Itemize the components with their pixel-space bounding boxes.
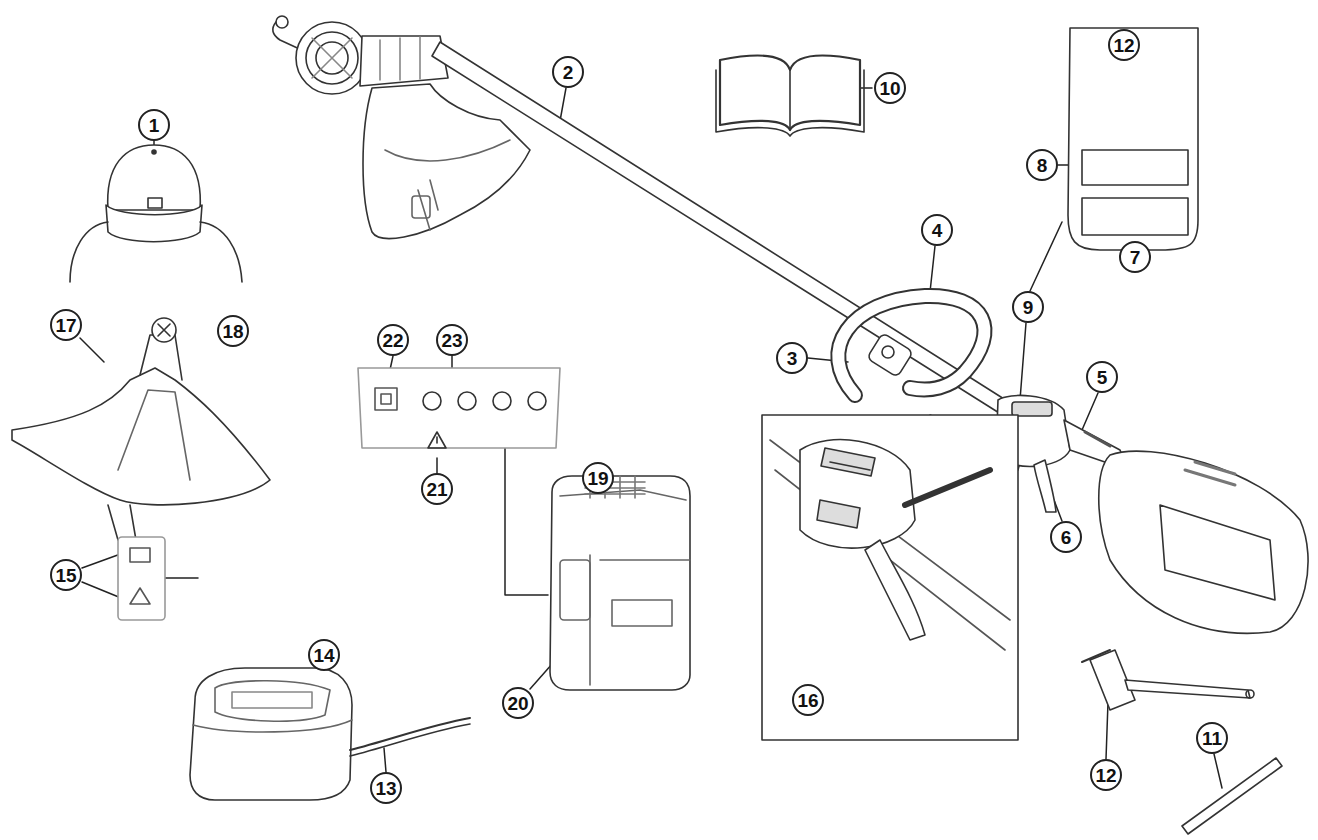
callout-number: 21 (421, 473, 453, 505)
callout-number: 11 (1196, 722, 1228, 754)
callout-number: 12 (1090, 759, 1122, 791)
callout-number: 19 (582, 462, 614, 494)
callout-number: 18 (217, 315, 249, 347)
callout-number: 8 (1026, 149, 1058, 181)
charger-panel (118, 537, 165, 620)
rear-handle (996, 395, 1308, 633)
callout-number: 15 (50, 559, 82, 591)
callout-number: 10 (874, 72, 906, 104)
callout-number: 6 (1050, 521, 1082, 553)
callout-number: 9 (1012, 291, 1044, 323)
label-plate (1068, 28, 1198, 250)
rod-tool (1182, 758, 1282, 834)
callout-number: 20 (502, 687, 534, 719)
shaft (432, 42, 1012, 416)
manual-icon (716, 56, 864, 136)
callout-number: 17 (50, 309, 82, 341)
charger (190, 668, 470, 800)
callout-number: 22 (377, 324, 409, 356)
loop-handle (838, 296, 984, 395)
grass-guard (12, 318, 270, 540)
spool-head (70, 145, 242, 282)
callout-number: 2 (552, 56, 584, 88)
wrench-tool (1082, 650, 1254, 710)
trimmer-head (273, 16, 530, 238)
callout-number: 3 (776, 342, 808, 374)
callout-number: 16 (792, 684, 824, 716)
switch-inset (762, 415, 1018, 740)
callout-number: 4 (921, 214, 953, 246)
callout-number: 5 (1086, 361, 1118, 393)
battery-panel (358, 368, 560, 448)
callout-number: 14 (308, 639, 340, 671)
callout-number: 13 (370, 772, 402, 804)
callout-number: 12 (1108, 29, 1140, 61)
callout-number: 23 (436, 324, 468, 356)
callout-number: 1 (138, 109, 170, 141)
battery-pack (550, 476, 690, 690)
callout-number: 7 (1119, 241, 1151, 273)
